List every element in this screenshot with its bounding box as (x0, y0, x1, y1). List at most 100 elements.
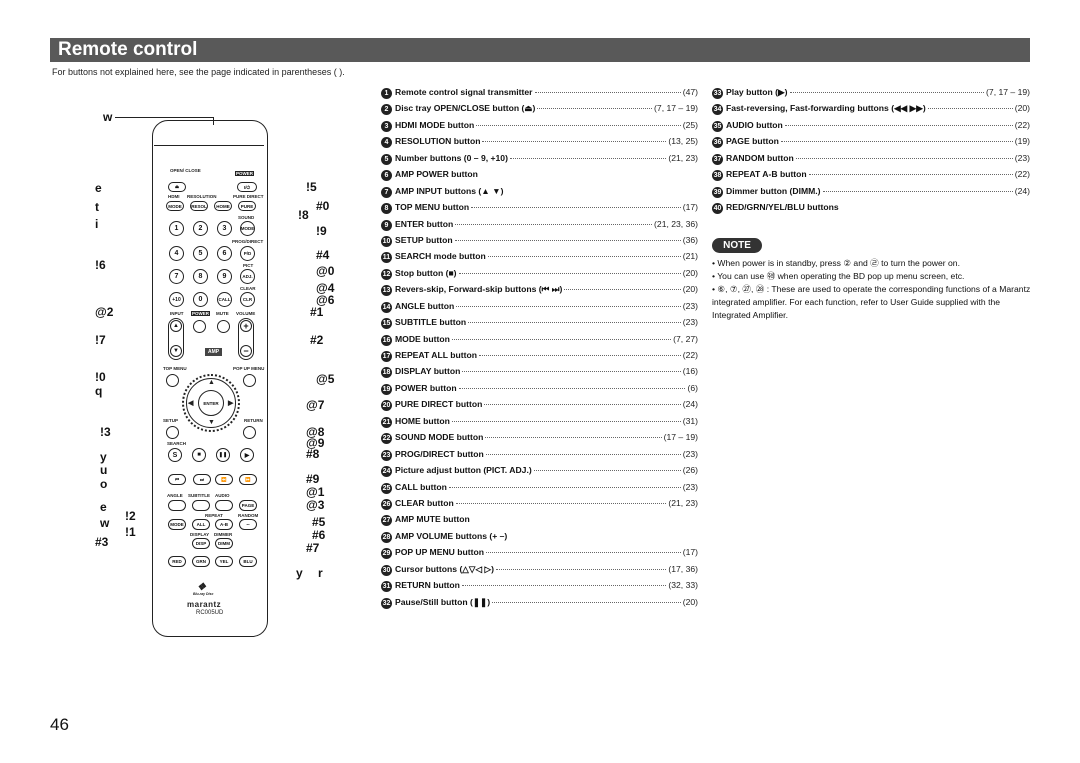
cursor-up-button[interactable]: ▲ (208, 379, 215, 386)
digit-1-button[interactable]: 1 (169, 221, 184, 236)
item-page-ref: (17 – 19) (663, 432, 698, 443)
cursor-left-button[interactable]: ◀ (188, 400, 194, 407)
item-label: ENTER button (395, 218, 454, 229)
item-label: PURE DIRECT button (395, 399, 483, 410)
item-label: SETUP button (395, 234, 453, 245)
item-label: Dimmer button (DIMM.) (726, 185, 821, 196)
blue-button[interactable]: BLU (239, 556, 257, 567)
item-page-ref: (19) (1014, 136, 1030, 147)
search-label: SEARCH (167, 441, 187, 446)
item-number-badge: 19 (381, 383, 392, 395)
amp-volume-up-button[interactable]: + (240, 320, 252, 332)
callout-label: !1 (125, 525, 136, 539)
red-button[interactable]: RED (168, 556, 186, 567)
resolution-button[interactable]: RESOL (190, 201, 208, 211)
display-label: DISPLAY (190, 532, 210, 537)
callout-label: #3 (95, 535, 109, 549)
clear-button[interactable]: CLR (240, 292, 255, 307)
pure-direct-button[interactable]: PURE (238, 201, 256, 211)
hdmi-mode-button[interactable]: MODE (166, 201, 184, 211)
callout-label: e (100, 500, 107, 514)
top-menu-button[interactable] (166, 374, 179, 387)
amp-input-up-button[interactable]: ▲ (170, 320, 182, 332)
audio-button[interactable] (215, 500, 233, 511)
dot-leader (461, 585, 667, 587)
item-label: Fast-reversing, Fast-forwarding buttons … (726, 103, 926, 114)
item-number-badge: 10 (381, 235, 392, 247)
callout-label: @6 (316, 293, 335, 307)
amp-volume-down-button[interactable]: − (240, 345, 252, 357)
digit-2-button[interactable]: 2 (193, 221, 208, 236)
mode-button[interactable]: MODE (168, 519, 186, 530)
cursor-down-button[interactable]: ▼ (208, 419, 215, 426)
digit-7-button[interactable]: 7 (169, 269, 184, 284)
dimmer-button[interactable]: DIMM (215, 538, 233, 549)
call-button[interactable]: CALL (217, 292, 232, 307)
item-label: CLEAR button (395, 497, 454, 508)
digit-0-button[interactable]: 0 (193, 292, 208, 307)
callout-label: q (95, 384, 103, 398)
search-button[interactable]: S (168, 448, 182, 462)
skip-forward-button[interactable]: ⏭ (193, 474, 211, 485)
page-button[interactable]: PAGE (239, 500, 257, 511)
digit-3-button[interactable]: 3 (217, 221, 232, 236)
repeat-all-button[interactable]: ALL (192, 519, 210, 530)
amp-input-down-button[interactable]: ▼ (170, 345, 182, 357)
subtitle-button[interactable] (192, 500, 210, 511)
amp-power-button[interactable] (193, 320, 206, 333)
item-number-badge: 18 (381, 367, 392, 379)
item-label: RANDOM button (726, 152, 794, 163)
stop-button[interactable]: ■ (192, 448, 206, 462)
item-page-ref: (21, 23, 36) (654, 218, 698, 229)
display-button[interactable]: DISP (192, 538, 210, 549)
open-close-button[interactable]: ⏏ (168, 182, 186, 192)
fast-reverse-button[interactable]: ⏪ (215, 474, 233, 485)
play-button[interactable]: ▶ (240, 448, 254, 462)
digit-9-button[interactable]: 9 (217, 269, 232, 284)
item-number-badge: 16 (381, 334, 392, 346)
digit-6-button[interactable]: 6 (217, 246, 232, 261)
return-button[interactable] (243, 426, 256, 439)
digit-5-button[interactable]: 5 (193, 246, 208, 261)
item-number-badge: 37 (712, 153, 723, 165)
pause-button[interactable]: ❚❚ (216, 448, 230, 462)
prog-direct-button[interactable]: P/D (240, 246, 255, 261)
fast-forward-button[interactable]: ⏩ (239, 474, 257, 485)
cursor-right-button[interactable]: ▶ (228, 400, 234, 407)
amp-mute-button[interactable] (217, 320, 230, 333)
dot-leader (564, 289, 681, 291)
sound-mode-button[interactable]: MODE (240, 221, 255, 236)
item-label: RESOLUTION button (395, 136, 481, 147)
item-page-ref: (22) (682, 350, 698, 360)
page-title: Remote control (58, 39, 198, 60)
random-button[interactable]: ∼ (239, 519, 257, 530)
setup-button[interactable] (166, 426, 179, 439)
angle-button[interactable] (168, 500, 186, 511)
home-button[interactable]: HOME (214, 201, 232, 211)
note-box: • When power is in standby, press ② and … (712, 257, 1032, 322)
intro-text: For buttons not explained here, see the … (52, 67, 345, 77)
enter-button[interactable]: ENTER (198, 390, 224, 416)
callout-label: !6 (95, 258, 106, 272)
picture-adjust-button[interactable]: ADJ. (240, 269, 255, 284)
setup-label: SETUP (163, 418, 179, 423)
green-button[interactable]: GRN (192, 556, 210, 567)
item-page-ref: (22) (1014, 169, 1030, 180)
item-label: SEARCH mode button (395, 251, 486, 262)
dot-leader (468, 322, 681, 324)
power-button[interactable]: I/⏻ (237, 182, 257, 192)
digit-8-button[interactable]: 8 (193, 269, 208, 284)
callout-label: #5 (312, 515, 326, 529)
skip-back-button[interactable]: ⏮ (168, 474, 186, 485)
repeat-ab-button[interactable]: A-B (215, 519, 233, 530)
digit-4-button[interactable]: 4 (169, 246, 184, 261)
yellow-button[interactable]: YEL (215, 556, 233, 567)
item-page-ref: (25) (682, 119, 698, 130)
item-number-badge: 4 (381, 137, 392, 149)
pop-up-menu-button[interactable] (243, 374, 256, 387)
dot-leader (822, 190, 1013, 192)
plus10-button[interactable]: +10 (169, 292, 184, 307)
